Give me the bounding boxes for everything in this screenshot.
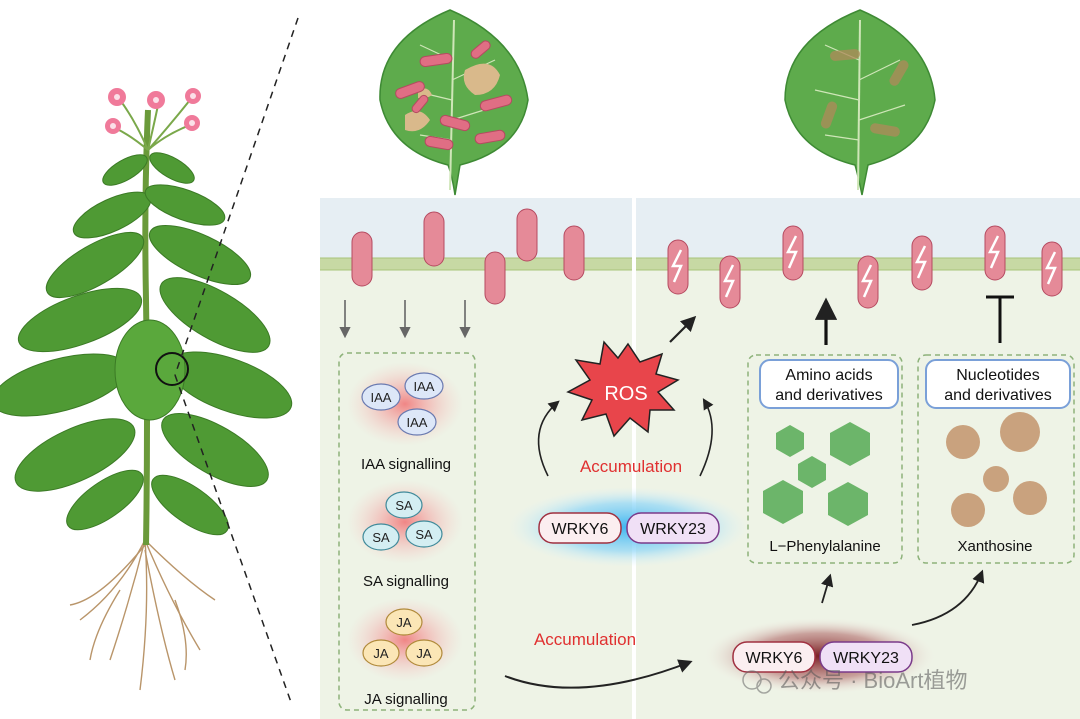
dashed-divider bbox=[174, 17, 299, 376]
bacterium bbox=[351, 231, 373, 287]
signal-arrows bbox=[339, 300, 471, 339]
healthy-leaf-spots bbox=[820, 49, 909, 137]
iaa-molecule-label: IAA bbox=[414, 379, 435, 394]
ros-label: ROS bbox=[604, 383, 647, 405]
bacterium bbox=[484, 251, 506, 305]
wrky23-label: WRKY23 bbox=[833, 650, 899, 667]
iaa-cluster: IAA IAA IAA bbox=[347, 362, 463, 446]
bacterium-lysed bbox=[667, 239, 689, 295]
bacterium-lysed bbox=[782, 225, 804, 281]
inhibition-symbol bbox=[986, 295, 1014, 343]
ros-to-bacteria-arrow bbox=[669, 315, 697, 343]
ja-molecule-label: JA bbox=[373, 646, 389, 661]
sa-molecule-label: SA bbox=[372, 530, 390, 545]
bacteria-right-group bbox=[667, 225, 1063, 309]
bacterium-lysed bbox=[719, 255, 741, 309]
ros-burst: ROS bbox=[566, 340, 680, 438]
wrky-to-nucleotide-arrow bbox=[911, 569, 985, 626]
plant-flowers bbox=[105, 88, 201, 134]
amino-acids-title-box bbox=[759, 359, 899, 409]
bacterium-lysed bbox=[857, 255, 879, 309]
amino-title-line2: and derivatives bbox=[775, 387, 883, 404]
nucleotides-title-box bbox=[925, 359, 1071, 409]
curve-arrow-left bbox=[537, 400, 560, 477]
accumulation-arrow bbox=[504, 659, 693, 689]
curve-arrow-right bbox=[699, 398, 714, 477]
watermark: 公众号 · BioArt植物 bbox=[742, 668, 967, 694]
lower-accumulation-label: Accumulation bbox=[534, 630, 636, 649]
leaf-lesions bbox=[405, 63, 500, 132]
bacterium bbox=[423, 211, 445, 267]
bacterium bbox=[516, 208, 538, 262]
ja-molecule-label: JA bbox=[396, 615, 412, 630]
phenylalanine-label: L−Phenylalanine bbox=[769, 538, 880, 555]
leaf-bacteria bbox=[395, 40, 513, 151]
nucleotides-title-line1: Nucleotides bbox=[956, 367, 1040, 384]
wrky6-label: WRKY6 bbox=[746, 650, 803, 667]
iaa-molecule-label: IAA bbox=[371, 390, 392, 405]
nucleotides-title-line2: and derivatives bbox=[944, 387, 1052, 404]
tobacco-plant-illustration bbox=[0, 88, 293, 691]
sa-signalling-label: SA signalling bbox=[363, 573, 449, 590]
sa-cluster: SA SA SA bbox=[347, 480, 463, 564]
wrky-to-amino-arrow bbox=[821, 573, 834, 604]
watermark-text: 公众号 · BioArt植物 bbox=[778, 668, 967, 693]
bacterium-lysed bbox=[1041, 241, 1063, 297]
ros-accumulation-label: Accumulation bbox=[580, 457, 682, 476]
cell-panel-left bbox=[320, 198, 632, 719]
plant-stem bbox=[142, 109, 151, 546]
phenylalanine-hexagons bbox=[763, 422, 870, 526]
bacterium-lysed bbox=[984, 225, 1006, 281]
highlight-circle bbox=[155, 352, 189, 386]
xanthosine-circles bbox=[946, 412, 1047, 527]
plant-leaves bbox=[0, 152, 293, 536]
ja-cluster: JA JA JA bbox=[347, 598, 463, 682]
bacteria-left-group bbox=[351, 208, 585, 305]
healthy-leaf bbox=[784, 9, 936, 196]
plant-roots bbox=[69, 539, 216, 691]
nucleotides-box bbox=[917, 354, 1075, 564]
dashed-divider-lower bbox=[174, 374, 293, 706]
wrky-lower-pair: WRKY6 WRKY23 bbox=[705, 618, 935, 694]
ja-molecule-label: JA bbox=[416, 646, 432, 661]
bacterium-lysed bbox=[911, 235, 933, 291]
iaa-molecule-label: IAA bbox=[407, 415, 428, 430]
wrky-upper-pair: WRKY6 WRKY23 bbox=[508, 487, 748, 567]
amino-title-line1: Amino acids bbox=[785, 367, 872, 384]
infected-leaf bbox=[379, 9, 529, 196]
xanthosine-label: Xanthosine bbox=[957, 538, 1032, 555]
iaa-signalling-label: IAA signalling bbox=[361, 456, 451, 473]
ja-signalling-label: JA signalling bbox=[364, 691, 447, 708]
wrky23-label: WRKY23 bbox=[640, 521, 706, 538]
sa-molecule-label: SA bbox=[395, 498, 413, 513]
sa-molecule-label: SA bbox=[415, 527, 433, 542]
amino-acids-box bbox=[747, 354, 903, 564]
bacterium bbox=[563, 225, 585, 281]
wrky6-label: WRKY6 bbox=[552, 521, 609, 538]
